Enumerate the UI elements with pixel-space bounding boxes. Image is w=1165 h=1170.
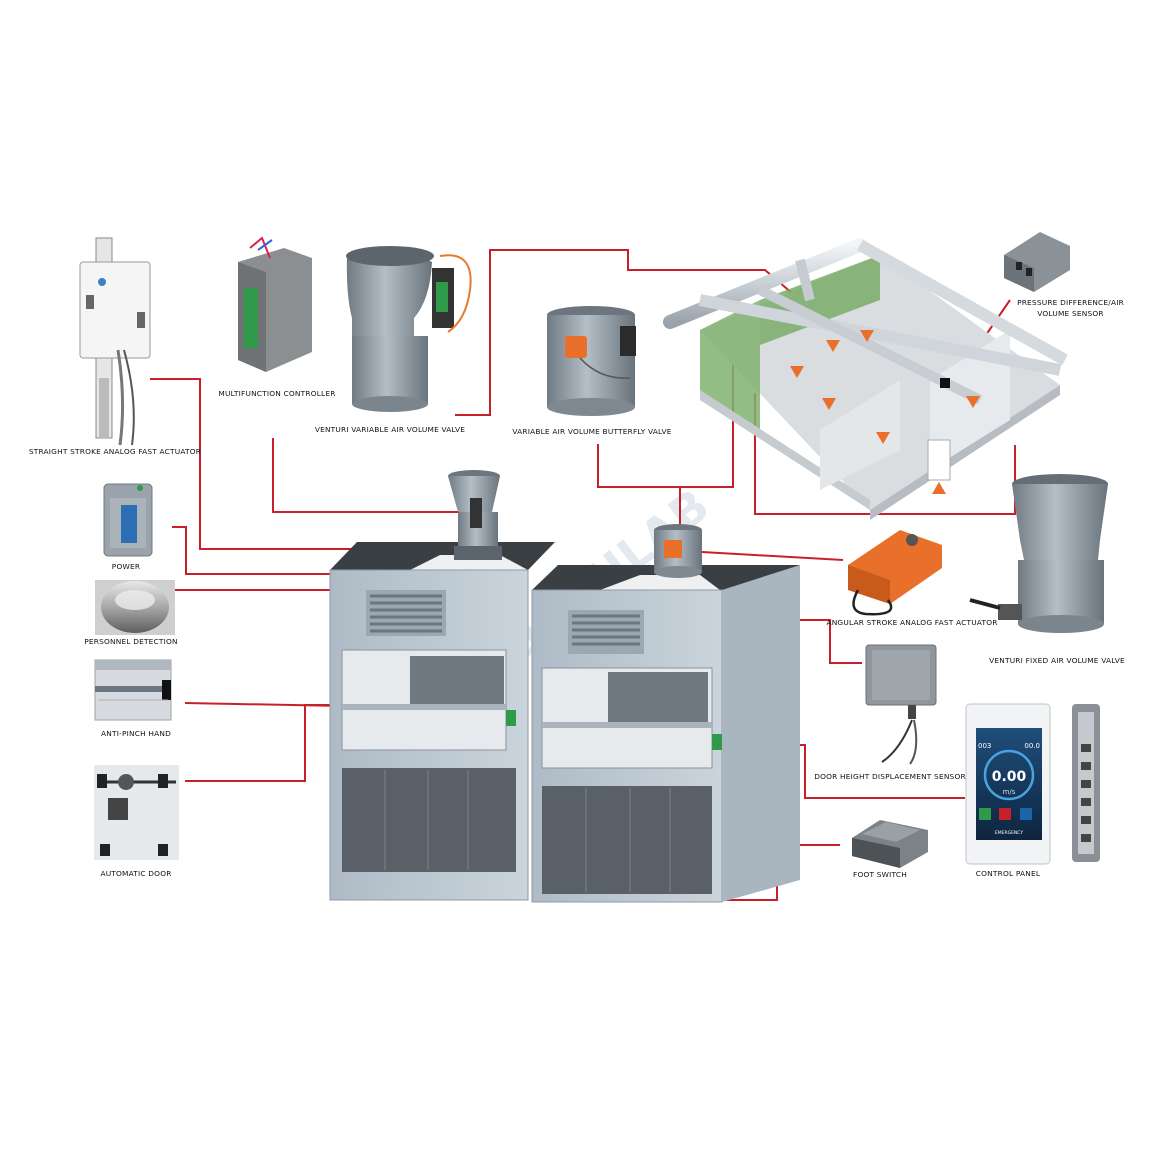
venturi-variable-valve-image: [346, 246, 472, 412]
connector-venturi-variable: [455, 249, 801, 416]
connector-door-height: [798, 619, 862, 664]
connector-room-2: [754, 393, 1016, 515]
right-hood-butterfly-image: [654, 524, 702, 578]
screen-emergency: EMERGENCY: [995, 830, 1023, 836]
label-angular-stroke-actuator: ANGULAR STROKE ANALOG FAST ACTUATOR: [826, 618, 998, 627]
label-venturi-fixed-valve: VENTURI FIXED AIR VOLUME VALVE: [989, 656, 1125, 665]
straight-actuator-image: [79, 237, 151, 446]
foot-switch-image: [852, 820, 928, 868]
right-hood-vent: [572, 614, 640, 646]
connector-autodoor: [185, 704, 340, 782]
label-door-height-sensor: DOOR HEIGHT DISPLACEMENT SENSOR: [814, 772, 966, 781]
power-image: [103, 483, 153, 557]
label-straight-stroke-actuator: STRAIGHT STROKE ANALOG FAST ACTUATOR: [28, 447, 202, 456]
screen-right-value: 00.0: [1024, 742, 1040, 750]
butterfly-valve-image: [547, 306, 636, 416]
left-hood-venturi-image: [448, 470, 502, 560]
label-power: POWER: [111, 562, 141, 571]
control-panel-side-buttons: [1081, 744, 1091, 842]
lab-room-image: [663, 238, 1068, 520]
screen-reading: 0.00: [992, 769, 1027, 785]
connector-power: [172, 526, 340, 575]
fume-hood-right: [531, 565, 800, 903]
multifunction-controller-image: [238, 236, 312, 372]
label-personnel-detection: PERSONNEL DETECTION: [84, 637, 178, 646]
door-height-sensor-image: [865, 644, 937, 765]
label-venturi-variable-valve: VENTURI VARIABLE AIR VOLUME VALVE: [314, 425, 466, 434]
label-butterfly-valve: VARIABLE AIR VOLUME BUTTERFLY VALVE: [512, 427, 672, 436]
left-hood-vent: [370, 594, 442, 633]
connector-butterfly: [597, 444, 681, 530]
screen-unit: m/s: [1003, 788, 1016, 796]
control-panel-image: 003 00.0 0.00 m/s EMERGENCY: [965, 703, 1100, 865]
automatic-door-image: [94, 765, 179, 860]
personnel-detection-image: [95, 580, 175, 635]
label-control-panel: CONTROL PANEL: [975, 869, 1041, 878]
label-anti-pinch-hand: ANTI-PINCH HAND: [100, 729, 172, 738]
angular-actuator-image: [848, 530, 942, 616]
connector-straight-actuator: [150, 378, 448, 550]
screen-left-value: 003: [978, 742, 991, 750]
label-foot-switch: FOOT SWITCH: [853, 870, 907, 879]
label-multifunction-controller: MULTIFUNCTION CONTROLLER: [218, 389, 336, 398]
fume-hood-left: [329, 542, 555, 901]
connector-angular: [701, 551, 844, 561]
pressure-sensor-image: [1004, 232, 1070, 292]
label-automatic-door: AUTOMATIC DOOR: [100, 869, 172, 878]
anti-pinch-image: [94, 659, 172, 721]
venturi-fixed-valve-image: [969, 474, 1108, 633]
label-pressure-sensor: PRESSURE DIFFERENCE/AIR VOLUME SENSOR: [1017, 298, 1124, 318]
connector-multifunction: [272, 438, 463, 513]
airflow-arrows: [790, 330, 980, 494]
